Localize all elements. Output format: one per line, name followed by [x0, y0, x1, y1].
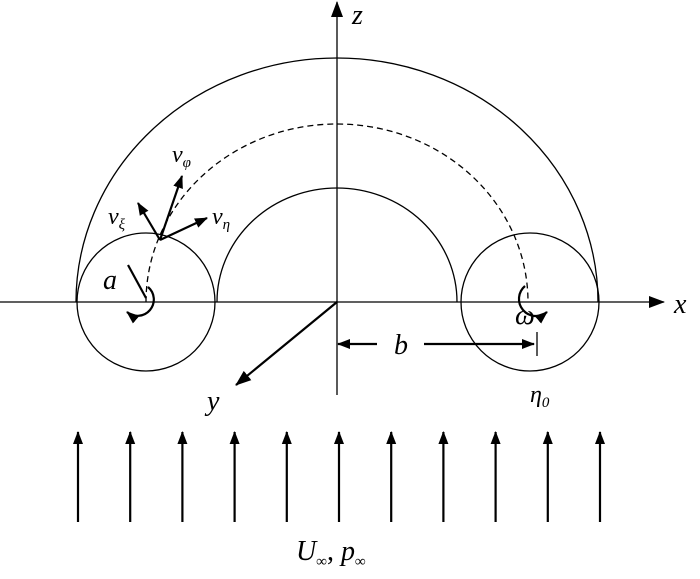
torus-inner-arc	[216, 187, 458, 303]
torus-outer-arc	[75, 57, 599, 303]
v-xi-vector	[137, 202, 161, 241]
radius-label: a	[103, 265, 117, 296]
omega-label: ω	[515, 300, 535, 331]
eta0-label: η0	[530, 382, 550, 411]
right-cross-section	[460, 232, 600, 372]
v-eta-label: vη	[212, 204, 230, 233]
v-eta-vector	[159, 217, 208, 241]
radius-line	[127, 264, 147, 299]
left-cross-section	[76, 232, 216, 372]
freestream-label: U∞, p∞	[296, 536, 366, 570]
freestream-arrows	[73, 431, 605, 522]
x-axis-label: x	[673, 289, 687, 320]
left-rotation-arrow	[126, 286, 155, 324]
distance-label: b	[394, 330, 408, 361]
v-phi-vector	[158, 175, 184, 241]
right-rotation-arrow	[517, 285, 548, 324]
v-xi-label: vξ	[108, 204, 126, 233]
z-axis-label: z	[351, 0, 363, 31]
v-phi-label: vφ	[172, 142, 191, 171]
y-axis-label: y	[204, 386, 220, 417]
torus-centerline-arc	[145, 123, 529, 303]
y-axis	[235, 301, 338, 386]
